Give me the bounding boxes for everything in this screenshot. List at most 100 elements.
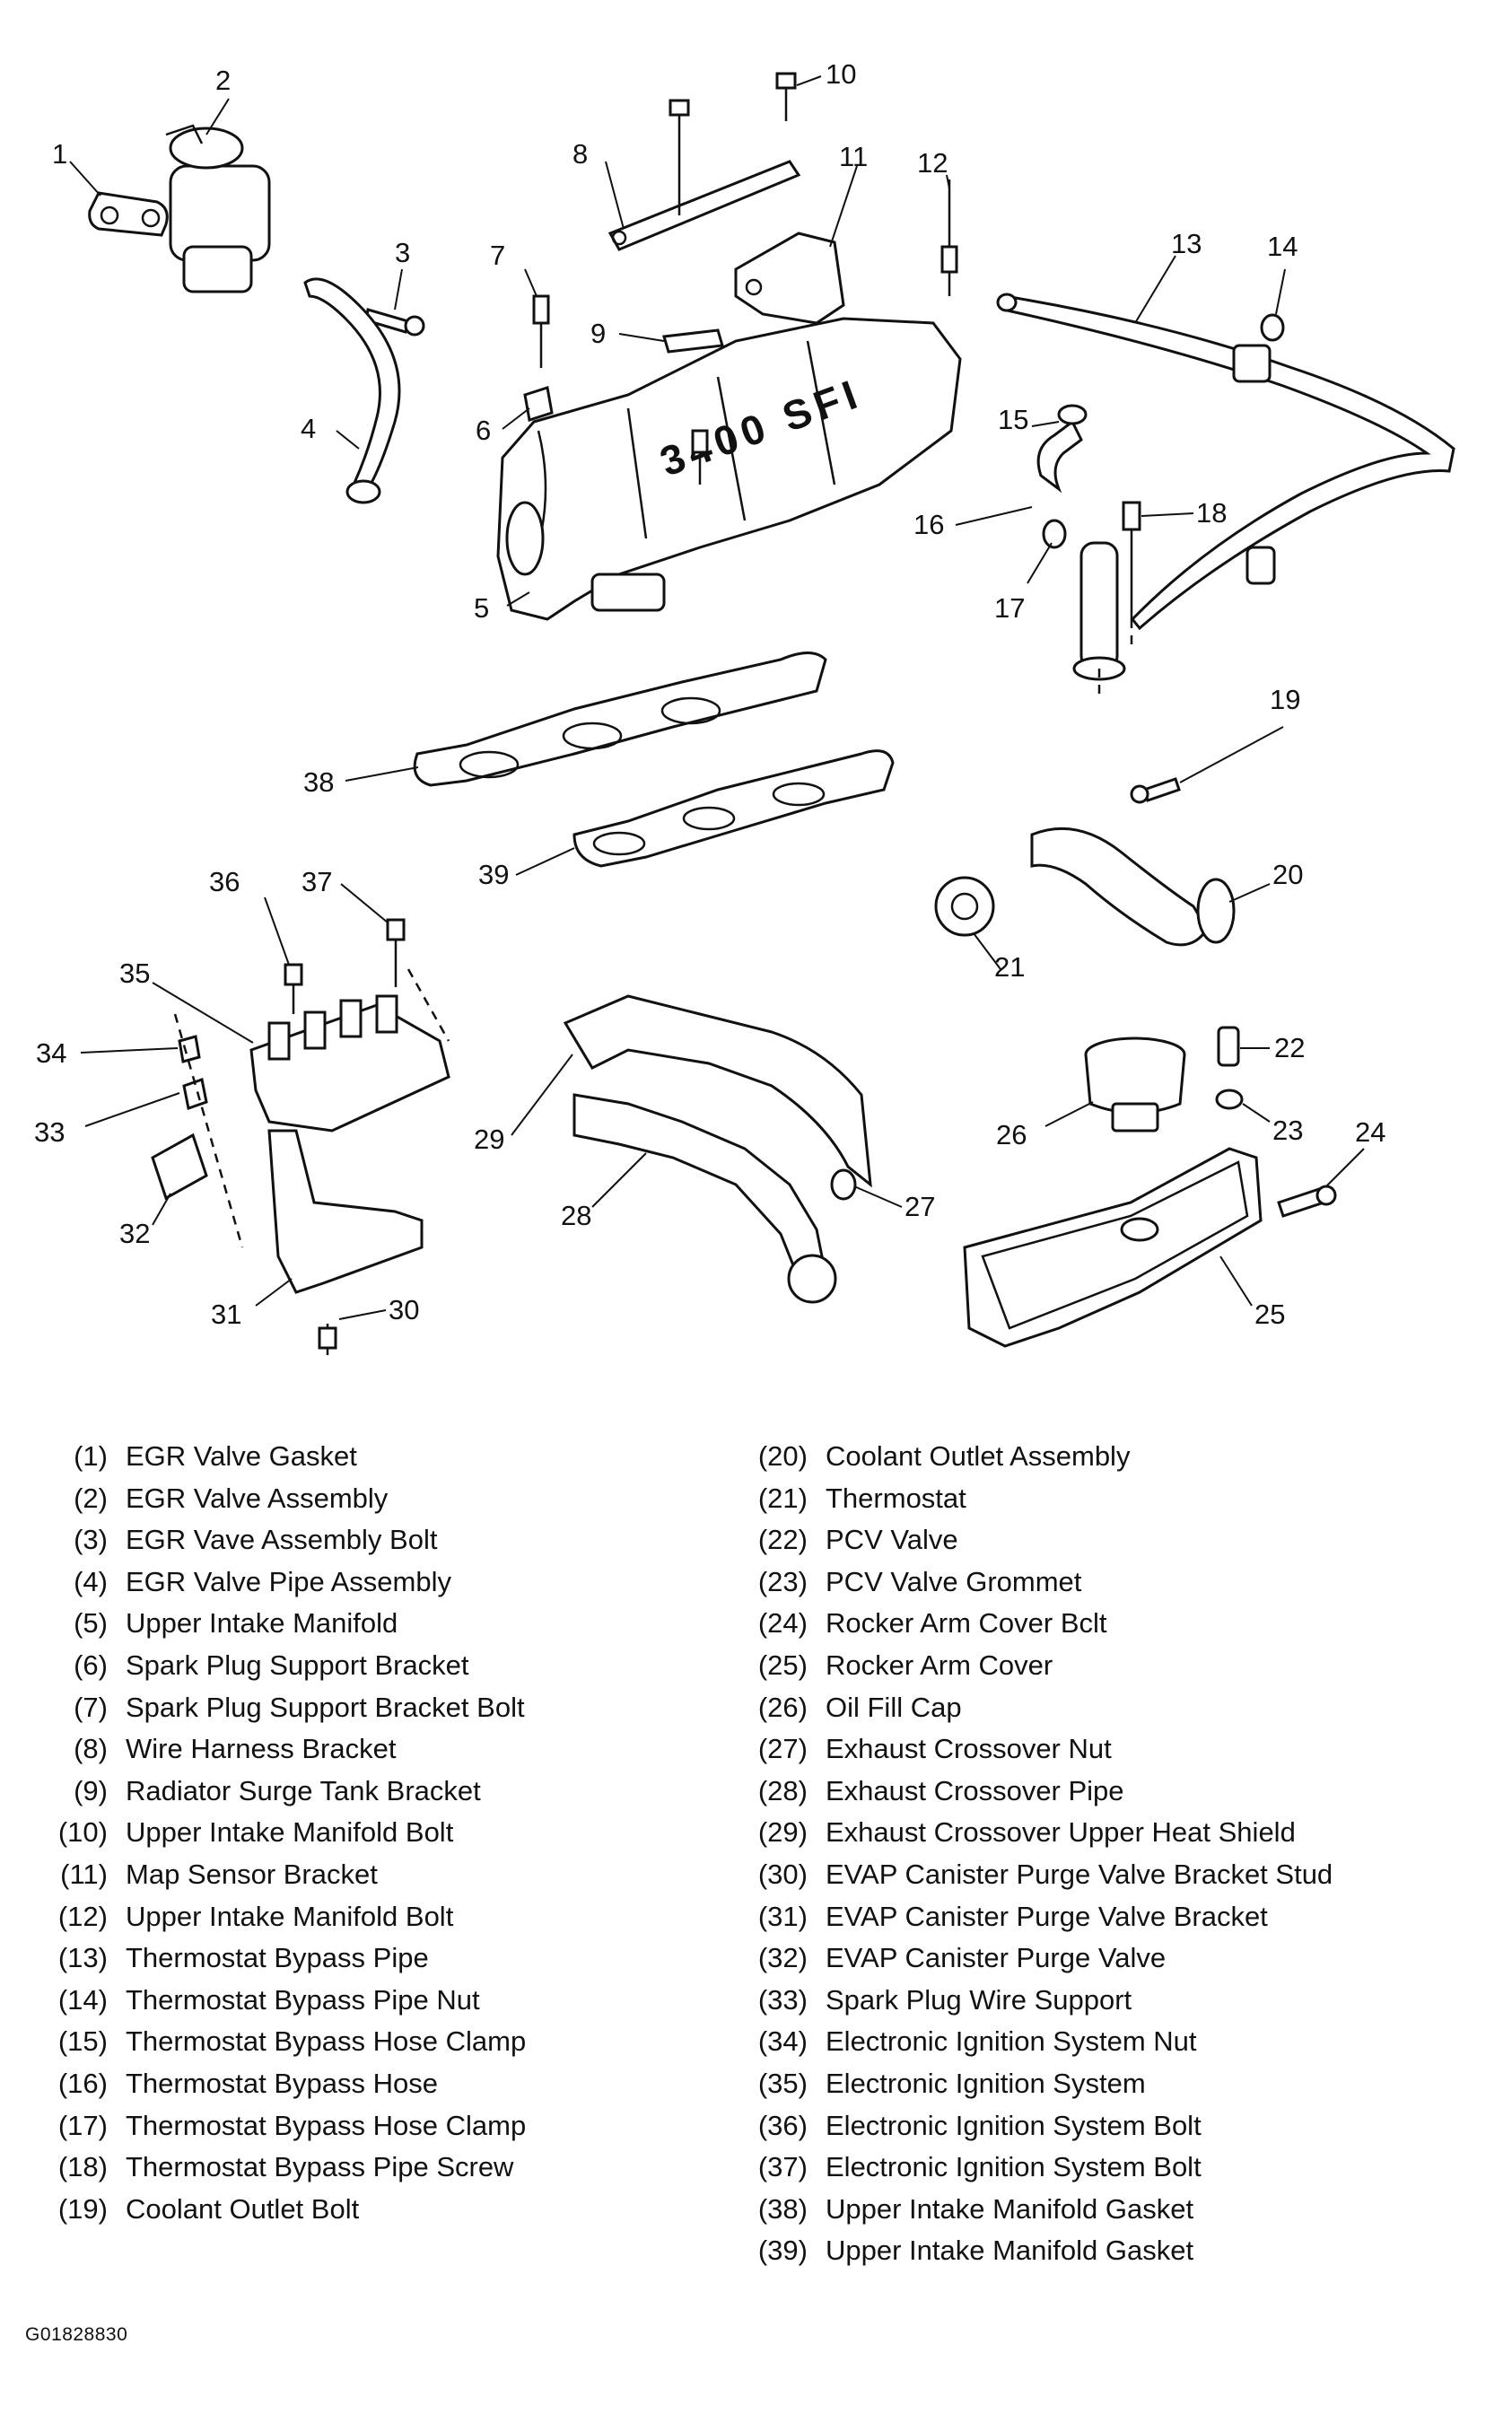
legend-number: (28) (757, 1774, 808, 1806)
intake-bolts (532, 72, 958, 485)
figure-id: G01828830 (25, 2324, 128, 2345)
exhaust-crossover-nut (830, 1168, 857, 1201)
thermostat-bypass-pipe-nut (1260, 313, 1285, 342)
legend-number: (22) (757, 1524, 808, 1556)
legend-row: (5)Upper Intake Manifold (25, 1603, 526, 1645)
legend-number: (6) (74, 1649, 108, 1681)
callout-18: 18 (1196, 497, 1227, 529)
thermostat-bypass-pipe-screw (1122, 501, 1141, 619)
legend-number: (35) (757, 2067, 808, 2099)
callout-11: 11 (839, 141, 868, 172)
callout-10: 10 (826, 58, 856, 90)
legend-label: Thermostat Bypass Hose Clamp (126, 2109, 527, 2141)
callout-24: 24 (1355, 1116, 1385, 1148)
legend-label: Coolant Outlet Bolt (126, 2192, 360, 2225)
egr-valve-gasket (88, 191, 169, 237)
legend-row: (10)Upper Intake Manifold Bolt (25, 1812, 526, 1854)
legend-row: (37) Electronic Ignition System Bolt (725, 2147, 1333, 2189)
legend-number: (33) (757, 1983, 808, 2016)
dashed-assembly-lines (173, 619, 1133, 1248)
legend-row: (17) Thermostat Bypass Hose Clamp (25, 2105, 526, 2147)
legend-number: (32) (757, 1942, 808, 1974)
legend-row: (28) Exhaust Crossover Pipe (725, 1771, 1333, 1813)
legend-number: (19) (57, 2192, 108, 2225)
legend-label: Wire Harness Bracket (126, 1733, 397, 1765)
legend-number: (8) (74, 1733, 108, 1765)
legend-label: Electronic Ignition System Bolt (826, 2151, 1202, 2183)
legend-number: (2) (74, 1482, 108, 1514)
legend-number: (23) (757, 1565, 808, 1597)
legend-label: Radiator Surge Tank Bracket (126, 1774, 481, 1806)
upper-intake-gasket-39 (572, 749, 895, 868)
legend-label: Electronic Ignition System Nut (826, 2025, 1197, 2058)
legend-number: (16) (57, 2067, 108, 2099)
legend-number: (17) (57, 2109, 108, 2141)
legend-row: (6) Spark Plug Support Bracket (25, 1645, 526, 1687)
legend-label: EGR Vave Assembly Bolt (126, 1524, 438, 1556)
callout-3: 3 (395, 237, 410, 268)
legend-number: (4) (74, 1565, 108, 1597)
legend-row: (27)Exhaust Crossover Nut (725, 1728, 1333, 1771)
legend-label: EVAP Canister Purge Valve (826, 1942, 1167, 1974)
legend-row: (24) Rocker Arm Cover Bclt (725, 1603, 1333, 1645)
callout-26: 26 (996, 1119, 1027, 1150)
legend-number: (24) (757, 1607, 808, 1640)
legend-row: (2)EGR Valve Assembly (25, 1478, 526, 1520)
legend-row: (18)Thermostat Bypass Pipe Screw (25, 2147, 526, 2189)
legend-label: Rocker Arm Cover Bclt (826, 1607, 1107, 1640)
legend-label: Upper Intake Manifold Gasket (826, 2235, 1194, 2267)
spark-plug-wire-support-parts (178, 1035, 208, 1110)
egr-valve-assembly (165, 124, 271, 293)
spark-plug-support-bracket (523, 386, 554, 422)
callout-28: 28 (561, 1200, 591, 1231)
callout-39: 39 (478, 859, 509, 890)
legend-row: (14)Thermostat Bypass Pipe Nut (25, 1980, 526, 2022)
legend-label: Thermostat Bypass Pipe (126, 1942, 429, 1974)
legend-number: (37) (757, 2151, 808, 2183)
parts-legend: (1)EGR Valve Gasket (2)EGR Valve Assembl… (0, 1436, 1512, 2266)
callout-17: 17 (994, 592, 1025, 624)
legend-row: (8) Wire Harness Bracket (25, 1728, 526, 1771)
callout-6: 6 (476, 415, 491, 446)
legend-label: Exhaust Crossover Pipe (826, 1774, 1124, 1806)
evap-purge-bracket (267, 1129, 424, 1355)
legend-row: (9)Radiator Surge Tank Bracket (25, 1771, 526, 1813)
legend-number: (14) (57, 1983, 108, 2016)
legend-row: (38)Upper Intake Manifold Gasket (725, 2189, 1333, 2231)
callout-22: 22 (1274, 1032, 1305, 1063)
callout-12: 12 (917, 147, 948, 179)
legend-number: (13) (57, 1942, 108, 1974)
legend-column-right: (20)Coolant Outlet Assembly (21)Thermost… (725, 1436, 1333, 2272)
legend-label: PCV Valve (826, 1524, 958, 1556)
map-sensor-bracket (734, 232, 845, 325)
legend-label: Spark Plug Support Bracket Bolt (126, 1691, 525, 1723)
legend-label: Electronic Ignition System (826, 2067, 1146, 2099)
upper-intake-manifold: 3400 SFI (496, 317, 962, 621)
legend-label: Upper Intake Manifold Bolt (126, 1900, 454, 1932)
exploded-view-diagram: 3400 SFI (34, 58, 1455, 1355)
callout-34: 34 (36, 1037, 66, 1069)
legend-number: (31) (757, 1900, 808, 1932)
legend-row: (15)Thermostat Bypass Hose Clamp (25, 2021, 526, 2063)
legend-number: (25) (757, 1649, 808, 1681)
leader-lines (69, 75, 1365, 1320)
legend-row: (32) EVAP Canister Purge Valve (725, 1937, 1333, 1980)
egr-valve-pipe (303, 277, 401, 504)
legend-row: (19) Coolant Outlet Bolt (25, 2189, 526, 2231)
legend-label: Map Sensor Bracket (126, 1858, 378, 1890)
oil-fill-cap (1084, 1036, 1186, 1133)
rocker-arm-cover (963, 1147, 1263, 1348)
legend-number: (12) (57, 1900, 108, 1932)
legend-label: EVAP Canister Purge Valve Bracket Stud (826, 1858, 1333, 1890)
pcv-valve (1217, 1026, 1240, 1067)
legend-label: Thermostat (826, 1482, 966, 1514)
legend-row: (35) Electronic Ignition System (725, 2063, 1333, 2105)
legend-label: Spark Plug Support Bracket (126, 1649, 469, 1681)
callout-15: 15 (998, 404, 1028, 435)
callout-5: 5 (474, 592, 489, 624)
legend-row: (16)Thermostat Bypass Hose (25, 2063, 526, 2105)
callout-8: 8 (572, 138, 588, 170)
legend-label: Exhaust Crossover Nut (826, 1733, 1112, 1765)
legend-row: (1)EGR Valve Gasket (25, 1436, 526, 1478)
legend-label: Upper Intake Manifold Gasket (826, 2192, 1194, 2225)
